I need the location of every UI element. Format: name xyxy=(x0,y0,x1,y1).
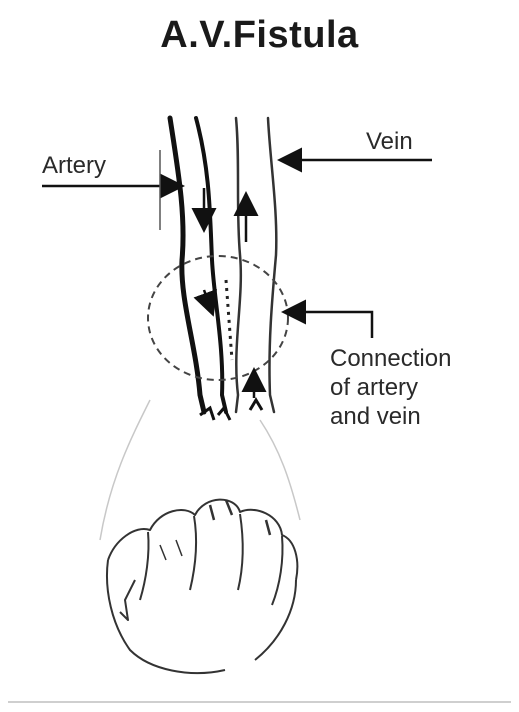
connection-label: Connection of artery and vein xyxy=(330,345,451,431)
forearm-outline xyxy=(100,400,300,540)
vessel-end xyxy=(200,400,262,420)
connection-label-line: and vein xyxy=(330,403,451,432)
vein-label: Vein xyxy=(366,128,413,157)
bottom-divider xyxy=(8,701,511,703)
connection-label-line: of artery xyxy=(330,374,451,403)
artery-label: Artery xyxy=(42,152,106,181)
artery-vessel xyxy=(170,118,226,412)
connection-label-line: Connection xyxy=(330,345,451,374)
hand-sketch xyxy=(107,500,297,673)
anastomosis-dots xyxy=(226,280,232,360)
connection-pointer xyxy=(286,312,372,338)
